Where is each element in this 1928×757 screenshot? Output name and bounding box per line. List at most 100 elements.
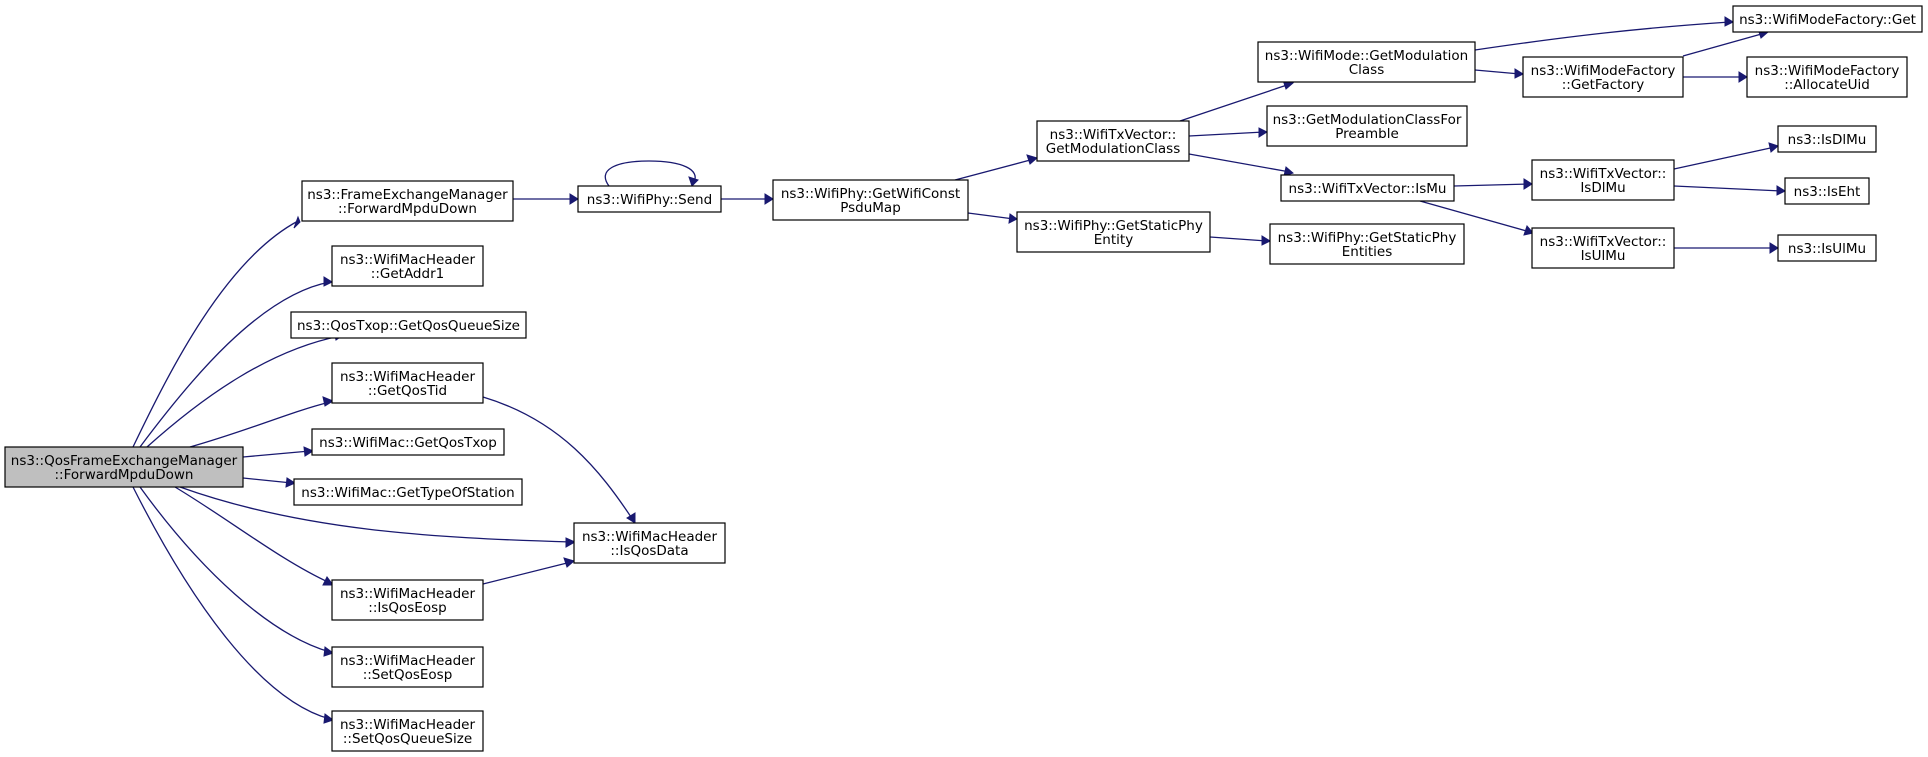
node-getaddr1[interactable]: ns3::WifiMacHeader::GetAddr1 [331, 245, 484, 287]
edge-send-to-getwificonstpsdumap [721, 193, 774, 205]
node-isdlmu[interactable]: ns3::IsDlMu [1777, 125, 1877, 153]
arrowhead [569, 193, 579, 205]
node-label-line: ns3::WifiTxVector::IsMu [1289, 181, 1447, 197]
node-label-line: Class [1349, 62, 1385, 78]
node-label-line: ns3::WifiMac::GetQosTxop [319, 435, 497, 451]
edge-line [1209, 236, 1268, 242]
node-label-line: ::IsQosEosp [368, 600, 446, 616]
edge-line [242, 477, 293, 484]
arrowhead [323, 713, 335, 724]
node-label-line: ::IsQosData [610, 543, 688, 559]
edge-line [1474, 69, 1521, 75]
node-label-line: ns3::WifiTxVector:: [1540, 166, 1667, 182]
edge-line [132, 220, 299, 448]
node-getqostxop[interactable]: ns3::WifiMac::GetQosTxop [311, 428, 505, 456]
edge-root-to-getaddr1 [139, 276, 334, 448]
edge-line [1673, 185, 1783, 192]
node-label-line: IsDlMu [1580, 180, 1625, 196]
arrowhead [1026, 154, 1039, 165]
node-setqoseosp[interactable]: ns3::WifiMacHeader::SetQosEosp [331, 646, 484, 688]
node-box [331, 646, 484, 688]
node-isqoseosp[interactable]: ns3::WifiMacHeader::IsQosEosp [331, 579, 484, 621]
edge-line [1682, 32, 1766, 57]
arrowhead [688, 176, 699, 187]
node-getfactory[interactable]: ns3::WifiModeFactory::GetFactory [1522, 56, 1684, 98]
arrowhead [303, 446, 315, 457]
edge-line [967, 212, 1015, 220]
arrowhead [323, 646, 335, 657]
node-label-line: ns3::WifiMacHeader [340, 369, 476, 385]
node-box [1016, 211, 1211, 253]
arrowhead [764, 193, 774, 205]
edge-line [954, 158, 1035, 181]
node-setqosqueuesize[interactable]: ns3::WifiMacHeader::SetQosQueueSize [331, 710, 484, 752]
edge-getfactory-to-factoryget [1682, 28, 1770, 57]
node-label-line: ns3::WifiMacHeader [340, 717, 476, 733]
node-label-line: ns3::IsUlMu [1788, 241, 1866, 257]
node-label-line: ns3::IsEht [1794, 184, 1861, 200]
node-label-line: Preamble [1335, 126, 1399, 142]
node-txisdlmu[interactable]: ns3::WifiTxVector::IsDlMu [1531, 159, 1675, 201]
arrowhead [322, 576, 334, 586]
edge-root-to-getqostid [189, 396, 335, 448]
node-gettypeofstation[interactable]: ns3::WifiMac::GetTypeOfStation [293, 478, 523, 506]
arrowhead [1738, 71, 1748, 83]
edge-line [1179, 83, 1291, 122]
arrowhead [323, 276, 334, 287]
node-label-line: ns3::WifiTxVector:: [1050, 127, 1177, 143]
node-box [772, 179, 969, 221]
node-getqosqueuesize[interactable]: ns3::QosTxop::GetQosQueueSize [290, 311, 527, 339]
arrowhead [1523, 178, 1533, 190]
node-box [1522, 56, 1684, 98]
node-allocateuid[interactable]: ns3::WifiModeFactory::AllocateUid [1746, 56, 1908, 98]
edge-root-to-isqoseosp [174, 486, 334, 586]
node-txismu[interactable]: ns3::WifiTxVector::IsMu [1280, 174, 1455, 202]
node-label-line: ns3::QosTxop::GetQosQueueSize [297, 318, 520, 334]
node-label-line: ns3::QosFrameExchangeManager [11, 453, 238, 469]
edge-getwificonstpsdumap-to-getmodulationclass [954, 154, 1039, 181]
edge-fem_fwd-to-send [513, 193, 579, 205]
node-label-line: ns3::WifiMacHeader [340, 653, 476, 669]
node-box [293, 478, 523, 506]
node-box [1784, 177, 1870, 205]
edge-line [482, 561, 572, 585]
node-box [1269, 223, 1465, 265]
edge-getqostid-to-isqosdata [482, 396, 636, 524]
edge-line [1474, 21, 1731, 51]
node-box [301, 180, 514, 222]
node-modegetmodulationclass[interactable]: ns3::WifiMode::GetModulationClass [1257, 41, 1476, 83]
node-label-line: ns3::WifiPhy::GetStaticPhy [1278, 230, 1457, 246]
edge-line [189, 401, 331, 448]
edge-getstaticphyentity-to-getstaticphyentities [1209, 235, 1272, 246]
node-label-line: ::ForwardMpduDown [55, 467, 194, 483]
node-getmodulationclass[interactable]: ns3::WifiTxVector::GetModulationClass [1036, 120, 1190, 162]
node-send[interactable]: ns3::WifiPhy::Send [577, 185, 722, 213]
node-label-line: ns3::WifiMacHeader [340, 586, 476, 602]
node-txisulmu[interactable]: ns3::WifiTxVector::IsUlMu [1531, 227, 1675, 269]
node-box [331, 362, 484, 404]
edge-line [146, 335, 341, 448]
node-label-line: Entities [1342, 244, 1393, 260]
arrowhead [563, 557, 576, 568]
arrowhead [285, 477, 297, 488]
node-isulmu[interactable]: ns3::IsUlMu [1777, 234, 1877, 262]
node-isqosdata[interactable]: ns3::WifiMacHeader::IsQosData [573, 522, 726, 564]
edge-txisdlmu-to-iseht [1673, 185, 1787, 196]
edge-line [139, 486, 331, 653]
node-label-line: ::GetFactory [1562, 77, 1644, 93]
node-label-line: ns3::WifiMode::GetModulation [1265, 48, 1468, 64]
edge-line [1188, 131, 1265, 137]
node-label-line: ns3::WifiPhy::GetWifiConst [781, 186, 960, 202]
node-factoryget[interactable]: ns3::WifiModeFactory::Get [1732, 5, 1923, 33]
node-fem_fwd[interactable]: ns3::FrameExchangeManager::ForwardMpduDo… [301, 180, 514, 222]
node-getqostid[interactable]: ns3::WifiMacHeader::GetQosTid [331, 362, 484, 404]
node-label-line: ::SetQosQueueSize [343, 731, 472, 747]
node-box [1266, 105, 1468, 147]
edge-line [242, 450, 311, 458]
node-iseht[interactable]: ns3::IsEht [1784, 177, 1870, 205]
